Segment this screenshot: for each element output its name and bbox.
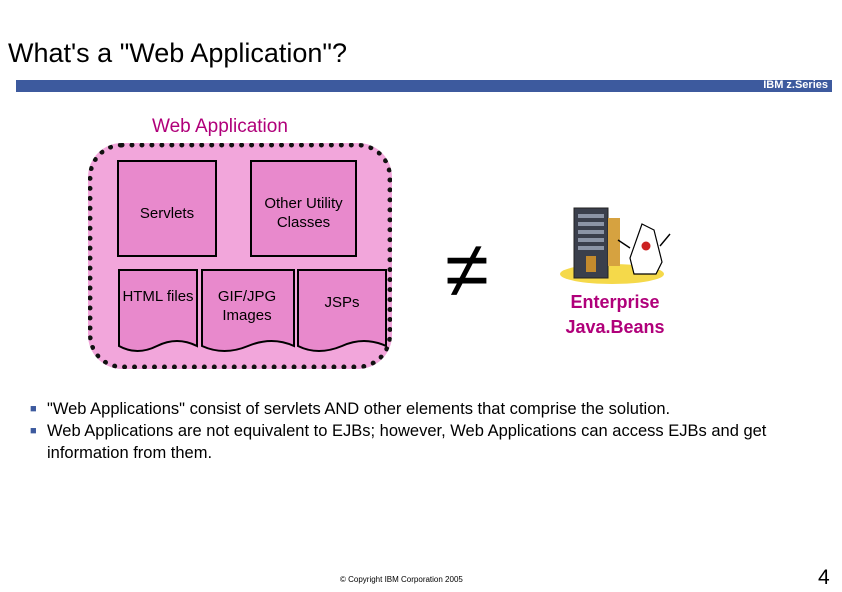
other-utility-classes-box: Other Utility Classes	[250, 160, 357, 257]
gif-jpg-images-document	[201, 269, 295, 352]
servlets-box: Servlets	[117, 160, 217, 257]
brand-label: IBM z.Series	[763, 79, 828, 91]
html-files-document	[118, 269, 198, 352]
bullet-text: Web Applications are not equivalent to E…	[47, 422, 767, 462]
jsps-document	[297, 269, 387, 352]
other-utility-classes-label: Other Utility Classes	[264, 195, 343, 231]
servlets-label: Servlets	[139, 205, 195, 222]
gif-jpg-images-label: GIF/JPG Images	[217, 288, 277, 324]
copyright-text: © Copyright IBM Corporation 2005	[340, 575, 463, 584]
title-bar	[16, 80, 832, 92]
bullet-square-icon: ■	[30, 403, 37, 415]
bullet-item: ■ Web Applications are not equivalent to …	[30, 420, 820, 464]
page-number: 4	[818, 566, 830, 589]
jsps-label: JSPs	[324, 294, 360, 311]
bullet-list: ■ "Web Applications" consist of servlets …	[30, 398, 820, 464]
enterprise-javabeans-label: Enterprise Java.Beans	[565, 292, 665, 337]
bullet-item: ■ "Web Applications" consist of servlets …	[30, 398, 820, 420]
bullet-square-icon: ■	[30, 425, 37, 437]
bullet-text: "Web Applications" consist of servlets A…	[47, 400, 671, 418]
web-application-label: Web Application	[152, 116, 288, 137]
html-files-label: HTML files	[122, 288, 194, 305]
not-equal-symbol: ≠	[445, 225, 489, 314]
slide-title: What's a "Web Application"?	[8, 38, 348, 68]
enterprise-javabeans-icon	[560, 207, 671, 284]
